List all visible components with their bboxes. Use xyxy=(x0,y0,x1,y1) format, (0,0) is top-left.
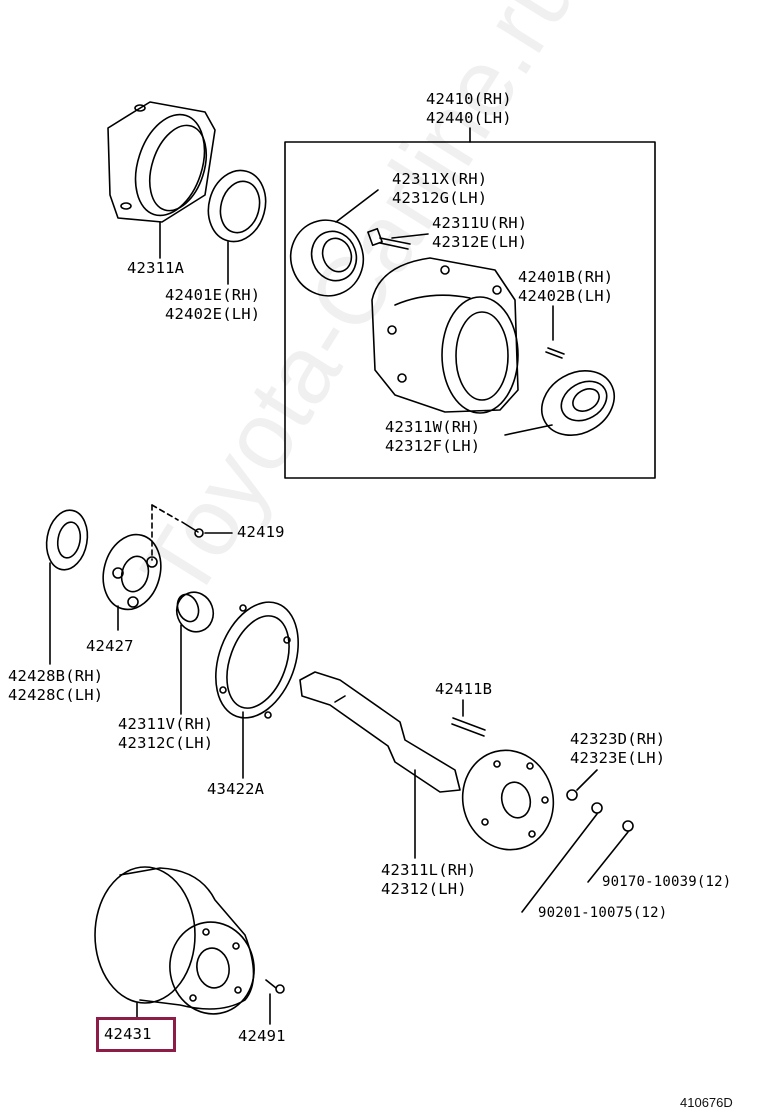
diagram-code: 410676D xyxy=(680,1095,733,1110)
label-42410: 42410(RH) xyxy=(426,90,512,108)
part-42323D-nut xyxy=(566,769,598,801)
label-42401E: 42401E(RH) xyxy=(165,286,261,304)
label-42402E: 42402E(LH) xyxy=(165,305,261,323)
part-90201-nut xyxy=(521,802,603,913)
label-42312: 42312(LH) xyxy=(381,880,467,898)
label-42311L: 42311L(RH) xyxy=(381,861,477,879)
label-90170: 90170-10039(12) xyxy=(602,874,732,890)
label-42428C: 42428C(LH) xyxy=(8,686,104,704)
label-90201: 90201-10075(12) xyxy=(538,905,668,921)
label-42491: 42491 xyxy=(238,1027,286,1045)
part-90170-nut xyxy=(587,820,634,883)
part-42311V-seal xyxy=(175,591,215,715)
part-42491-screw xyxy=(265,979,285,1025)
part-42427-flange xyxy=(102,533,162,631)
label-42428B: 42428B(RH) xyxy=(8,667,104,685)
label-42427: 42427 xyxy=(86,637,134,655)
label-42411B: 42411B xyxy=(435,680,493,698)
label-42431[interactable]: 42431 xyxy=(104,1025,152,1043)
part-42411B-stud xyxy=(451,699,486,737)
label-42311A: 42311A xyxy=(127,259,185,277)
label-42402B: 42402B(LH) xyxy=(518,287,614,305)
part-42431-brake-drum xyxy=(94,866,255,1019)
part-42311A-housing xyxy=(107,101,216,259)
selected-part-highlight[interactable] xyxy=(96,1017,176,1052)
label-42311U: 42311U(RH) xyxy=(432,214,528,232)
part-42311W-bearing xyxy=(504,370,615,436)
label-42440: 42440(LH) xyxy=(426,109,512,127)
label-43422A: 43422A xyxy=(207,780,265,798)
label-42323D: 42323D(RH) xyxy=(570,730,666,748)
label-42311W: 42311W(RH) xyxy=(385,418,481,436)
label-42312C: 42312C(LH) xyxy=(118,734,214,752)
label-42401B: 42401B(RH) xyxy=(518,268,614,286)
label-42312G: 42312G(LH) xyxy=(392,189,488,207)
part-42311U-bolt xyxy=(367,227,429,250)
part-42311L-axle-shaft xyxy=(299,671,555,859)
part-42311X-bearing xyxy=(289,189,379,297)
part-42419-bolt xyxy=(181,521,233,538)
label-42323E: 42323E(LH) xyxy=(570,749,666,767)
guide-dashed-line-2 xyxy=(151,504,179,521)
label-42311X: 42311X(RH) xyxy=(392,170,488,188)
label-42312E: 42312E(LH) xyxy=(432,233,528,251)
part-42428B-washer xyxy=(45,509,89,665)
label-42311V: 42311V(RH) xyxy=(118,715,214,733)
part-42401B-stud xyxy=(545,305,565,359)
part-hub-housing xyxy=(371,257,519,414)
label-42312F: 42312F(LH) xyxy=(385,437,481,455)
part-42401E-seal xyxy=(207,169,267,285)
label-42419: 42419 xyxy=(237,523,285,541)
part-43422A-gasket xyxy=(215,601,299,779)
